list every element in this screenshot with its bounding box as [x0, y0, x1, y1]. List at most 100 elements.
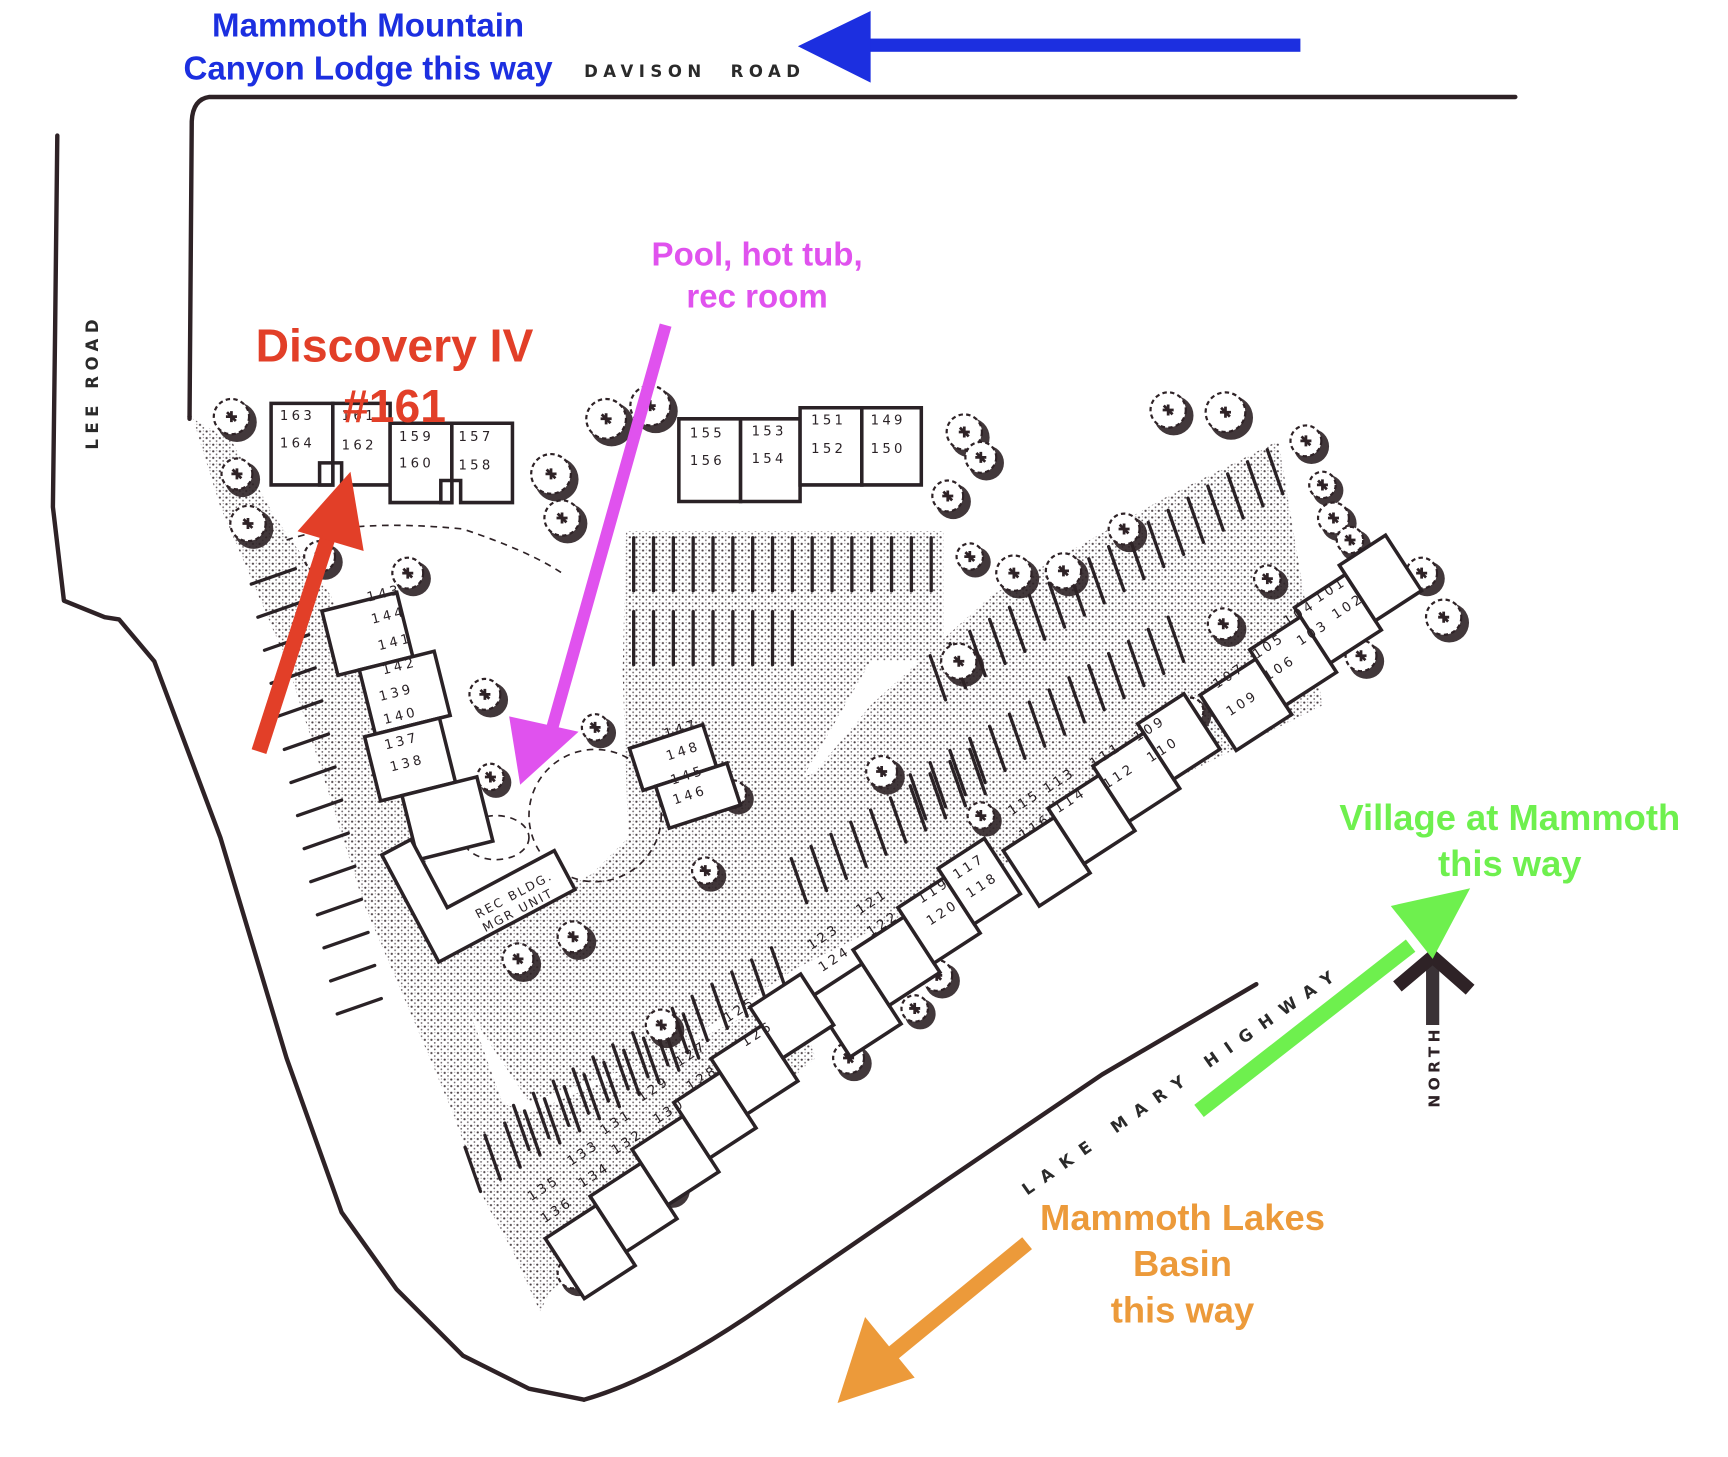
davison-road-label-2: ROAD: [731, 62, 806, 81]
tree-icon: [468, 677, 509, 718]
unit-number-157: 157: [458, 430, 493, 445]
rec-building: REC BLDG. MGR UNIT: [379, 837, 578, 965]
tree-icon: [1253, 564, 1289, 600]
parking-stall-line: [1166, 508, 1186, 557]
lake-mary-highway-label: LAKE MARY HIGHWAY: [1018, 961, 1346, 1199]
davison-road-edge: [187, 94, 1518, 419]
tree-icon: [964, 440, 1004, 481]
parking-stall-line: [1186, 496, 1206, 544]
tree-icon: [900, 994, 936, 1030]
parking-stall-line: [302, 831, 350, 851]
parking-stall-line: [276, 699, 324, 719]
tree-icon: [1107, 512, 1148, 553]
parking-stall-line: [1087, 557, 1106, 605]
parking-stall-line: [1087, 664, 1106, 712]
building-117-118: [935, 835, 1023, 927]
parking-stall-line: [868, 808, 888, 856]
unit-number-155: 155: [690, 427, 725, 442]
parking-stalls: [249, 448, 1285, 1194]
discovery-arrow-head: [297, 471, 364, 552]
davison-road-label-1: DAVISON: [584, 62, 707, 81]
north-label: NORTH: [1425, 1025, 1443, 1108]
pool-label-line1: Pool, hot tub,: [652, 237, 863, 274]
parking-stall-line: [463, 1145, 483, 1194]
parking-stall-line: [1245, 460, 1265, 508]
parking-stall-line: [591, 1055, 610, 1103]
building-123-124: [808, 961, 904, 1060]
unit-number-161: 161: [342, 409, 377, 424]
discovery-label-line1: Discovery IV: [256, 319, 534, 371]
tree-icon: [391, 556, 431, 597]
tree-icon: [1149, 391, 1194, 436]
parking-stall-line: [1027, 593, 1047, 641]
building-149-150: [860, 406, 924, 487]
unit-number-160: 160: [399, 456, 434, 471]
tree-icon: [530, 452, 579, 502]
discovery-arrow-shaft: [251, 526, 338, 755]
unit-number-164: 164: [280, 436, 315, 451]
parking-stall-line: [551, 1079, 571, 1127]
village-label-line2: this way: [1438, 843, 1582, 884]
unit-number-153: 153: [752, 424, 787, 439]
parking-stall-line: [987, 724, 1007, 773]
building-145-146: [653, 760, 743, 831]
parking-stall-line: [1067, 676, 1087, 724]
tree-icon: [931, 479, 971, 520]
parking-stall-line: [1265, 448, 1285, 496]
village-arrow-shaft: [1194, 939, 1416, 1118]
lee-road-west-edge: [50, 133, 587, 1402]
parking-stall-line: [968, 747, 987, 796]
lakes-basin-label-line2: Basin: [1133, 1243, 1232, 1284]
pool-label-line2: rec room: [686, 278, 827, 315]
parking-stall-line: [928, 761, 948, 809]
building-group-147-145: [627, 722, 743, 831]
parking-stall-line: [328, 963, 377, 983]
parking-stall-line: [1047, 581, 1067, 629]
buildings: REC BLDG. MGR UNIT: [269, 401, 1424, 1302]
parking-stall-line: [968, 736, 987, 785]
building-157-158: [439, 421, 515, 505]
parking-stall-line: [289, 765, 337, 785]
annotation-labels: Mammoth Mountain Canyon Lodge this way P…: [184, 7, 1681, 1330]
building-119-120: [895, 875, 983, 966]
parking-stall-line: [611, 1043, 630, 1091]
parking-stall-line: [1146, 627, 1166, 676]
parking-stall-line: [542, 1097, 562, 1145]
unit-number-151: 151: [811, 413, 846, 428]
building-125-126: [747, 971, 837, 1061]
tree-icon: [585, 397, 634, 447]
unit-number-152: 152: [811, 442, 846, 457]
parking-stall-line: [1206, 484, 1225, 532]
pool-deck-outline: [528, 748, 663, 883]
parking-lots: [192, 418, 1323, 1312]
parking-stall-line: [1146, 520, 1166, 569]
tree-icon: [212, 397, 257, 442]
parking-stall-line: [309, 864, 357, 884]
parking-stall-line: [1226, 472, 1245, 520]
tree-icon: [690, 856, 727, 892]
tree-icon: [476, 762, 512, 798]
parking-stall-line: [908, 773, 928, 821]
unit-number-162: 162: [342, 439, 377, 454]
parking-stall-line: [789, 856, 809, 905]
parking-stall-line: [503, 1121, 522, 1169]
unit-number-158: 158: [458, 459, 493, 474]
parking-stall-line: [256, 600, 304, 619]
parking-stall-line: [730, 970, 749, 1018]
trees: [212, 384, 1470, 1297]
parking-stall-line: [483, 1133, 502, 1181]
lakes-basin-arrow-head: [837, 1317, 915, 1403]
parking-stall-line: [522, 1109, 542, 1157]
lakes-basin-arrow-shaft: [887, 1237, 1032, 1360]
tree-icon: [229, 504, 274, 549]
parking-stall-line: [1007, 712, 1027, 760]
parking-stall-line: [335, 996, 383, 1016]
tree-icon: [1308, 470, 1344, 506]
tree-icon: [580, 713, 617, 749]
tree-icon: [644, 1008, 685, 1049]
building-group-101-107: [1197, 532, 1424, 753]
canyon-lodge-arrow-shaft: [859, 38, 1301, 52]
village-arrow-head: [1390, 888, 1471, 959]
tree-icon: [940, 642, 985, 687]
tree-icon: [220, 457, 261, 498]
